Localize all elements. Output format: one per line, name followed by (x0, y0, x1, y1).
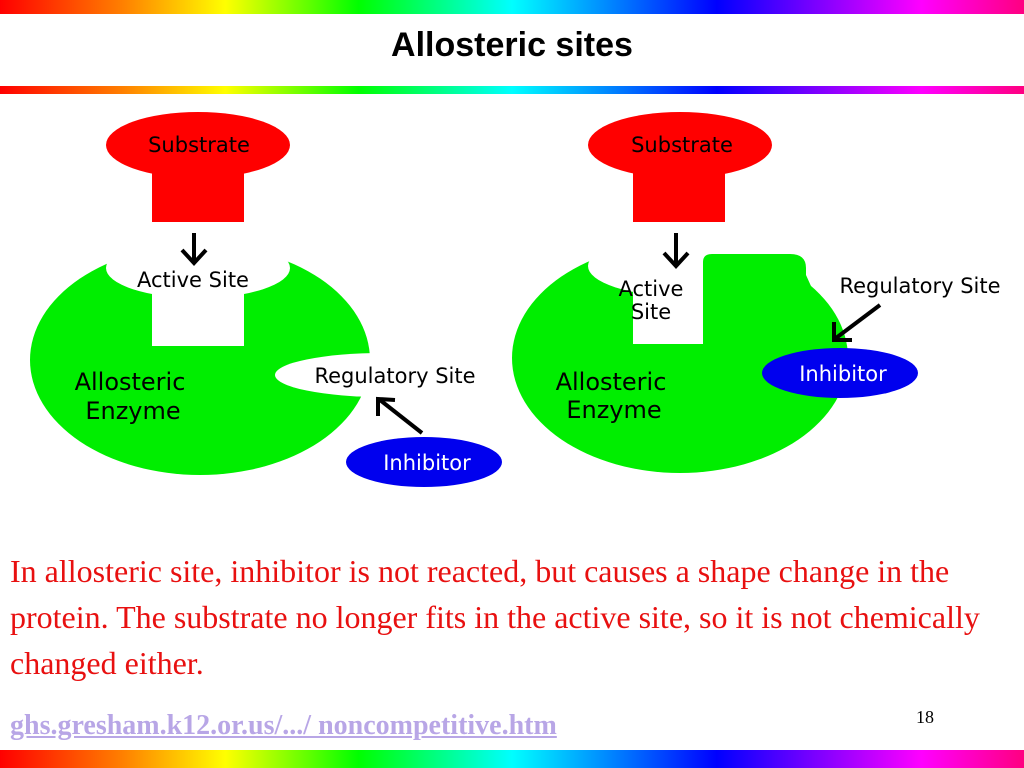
left-enzyme-label-line1: Allosteric (75, 368, 186, 396)
right-inhibitor: Inhibitor (762, 348, 918, 398)
right-substrate-label: Substrate (631, 133, 733, 157)
slide-title: Allosteric sites (391, 26, 633, 64)
right-enzyme-label-line2: Enzyme (566, 396, 661, 424)
top-rainbow-bar (0, 0, 1024, 14)
right-regulatory-arrow (832, 303, 882, 342)
right-substrate: Substrate (588, 112, 772, 222)
source-link[interactable]: ghs.gresham.k12.or.us/.../ noncompetitiv… (10, 710, 557, 741)
left-substrate: Substrate (106, 112, 290, 222)
right-enzyme (512, 236, 848, 473)
right-enzyme-label-line1: Allosteric (556, 368, 667, 396)
allosteric-diagram: Substrate Active Site Allosteric Enzyme … (0, 100, 1024, 500)
right-inhibitor-label: Inhibitor (799, 362, 887, 386)
left-panel: Substrate Active Site Allosteric Enzyme … (30, 112, 502, 487)
left-enzyme-label-line2: Enzyme (85, 397, 180, 425)
left-inhibitor-label: Inhibitor (383, 451, 471, 475)
right-substrate-arrow (662, 233, 690, 269)
slide-number: 18 (916, 707, 934, 727)
title-rainbow-divider (0, 86, 1024, 94)
left-active-site-label: Active Site (137, 268, 249, 292)
caption-text: In allosteric site, inhibitor is not rea… (10, 553, 980, 681)
left-regulatory-site-label: Regulatory Site (314, 364, 475, 388)
right-panel: Substrate Active Site Allosteric Enzyme … (512, 112, 1001, 473)
left-inhibitor: Inhibitor (346, 437, 502, 487)
bottom-rainbow-bar (0, 750, 1024, 768)
left-substrate-label: Substrate (148, 133, 250, 157)
left-substrate-arrow (180, 233, 208, 266)
left-enzyme (30, 238, 491, 475)
right-active-site-line2: Site (631, 300, 671, 324)
right-regulatory-site-label: Regulatory Site (839, 274, 1000, 298)
right-active-site-line1: Active (619, 277, 684, 301)
left-inhibitor-arrow (376, 396, 424, 435)
